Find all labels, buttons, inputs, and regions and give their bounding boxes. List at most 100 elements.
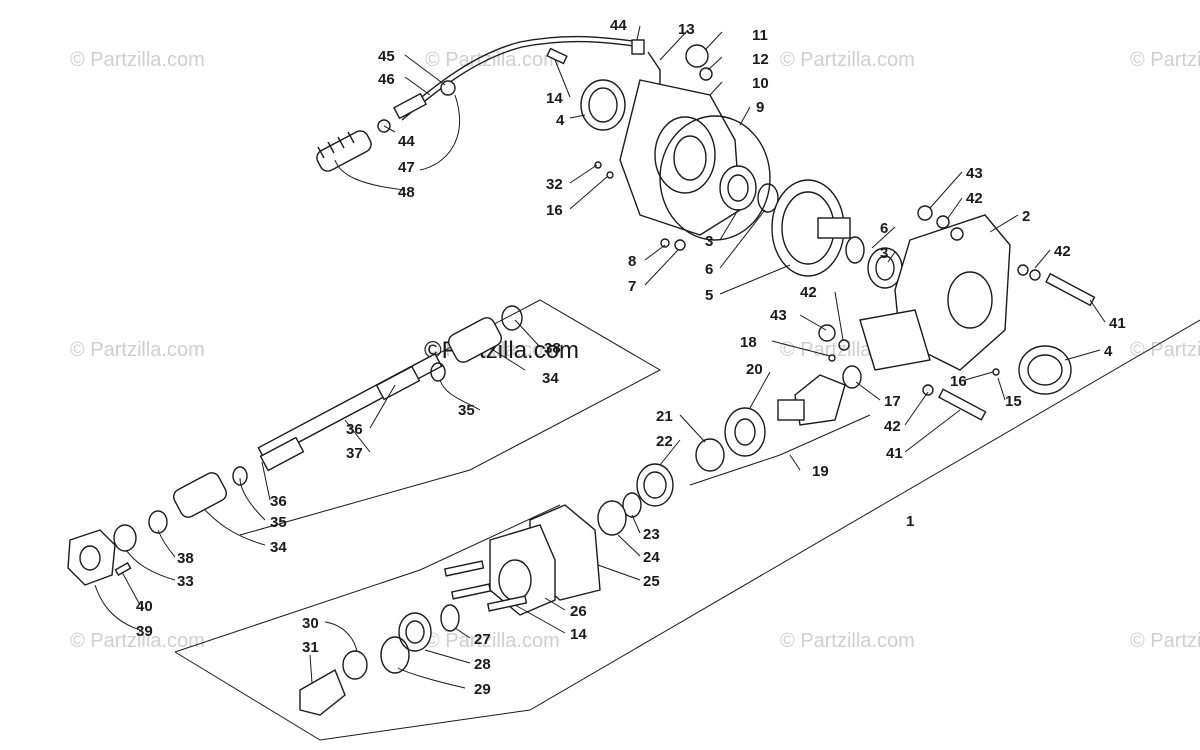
screw-part xyxy=(992,368,1000,376)
leader-line xyxy=(739,106,751,126)
callout-label: 34 xyxy=(542,370,559,387)
leader-line xyxy=(997,377,1006,401)
housing-part xyxy=(894,214,1011,371)
callout-label: 3 xyxy=(705,233,713,250)
callout-label: 33 xyxy=(177,573,194,590)
leader-line xyxy=(749,371,771,409)
leader-line xyxy=(644,244,666,261)
bolt-part xyxy=(443,560,485,577)
leader-line xyxy=(424,649,471,664)
plug-part xyxy=(674,239,686,251)
callout-label: 12 xyxy=(752,51,769,68)
leader-line xyxy=(719,209,766,269)
leader-line xyxy=(309,654,313,684)
callout-label: 18 xyxy=(740,334,757,351)
leader-line xyxy=(704,31,723,51)
ring-part xyxy=(113,524,137,552)
boot-part xyxy=(337,136,345,149)
callout-label: 22 xyxy=(656,433,673,450)
washer-part xyxy=(660,238,670,248)
cover-part xyxy=(619,79,741,236)
callout-label: 40 xyxy=(136,598,153,615)
leader-line xyxy=(964,371,994,381)
bearing-part xyxy=(875,255,895,281)
leader-line xyxy=(125,549,176,581)
callout-label: 38 xyxy=(177,550,194,567)
washer-part xyxy=(936,215,950,229)
callout-label: 13 xyxy=(678,21,695,38)
callout-label: 35 xyxy=(458,402,475,419)
callout-label: 24 xyxy=(643,549,660,566)
bearing-part xyxy=(695,438,725,472)
housing-part xyxy=(859,309,931,371)
seal-part xyxy=(580,79,626,131)
leader-line xyxy=(383,125,396,133)
callout-label: 15 xyxy=(1005,393,1022,410)
spring-part xyxy=(148,510,168,534)
leader-line xyxy=(855,381,881,401)
callout-label: 42 xyxy=(1054,243,1071,260)
leader-line xyxy=(404,54,446,86)
leader-line xyxy=(121,571,141,606)
bearing-part xyxy=(719,165,757,211)
leader-line xyxy=(569,175,609,210)
boot-part xyxy=(317,146,325,159)
leader-line xyxy=(514,319,541,348)
leader-line xyxy=(644,249,679,286)
leader-line xyxy=(1034,249,1051,269)
callout-label: 36 xyxy=(270,493,287,510)
bearing-part xyxy=(398,612,432,652)
plug-part xyxy=(685,44,709,68)
shim-part xyxy=(757,183,779,213)
leader-line xyxy=(887,251,896,263)
bearing-part xyxy=(727,174,749,202)
leader-line xyxy=(871,226,896,249)
spline-part xyxy=(375,365,421,401)
nut-part xyxy=(818,324,836,342)
o-ring-part xyxy=(659,115,771,241)
callout-label: 25 xyxy=(643,573,660,590)
screw-part xyxy=(594,161,602,169)
nut-part xyxy=(917,205,933,221)
callout-label: 9 xyxy=(756,99,764,116)
callout-label: 14 xyxy=(570,626,587,643)
callout-label: 27 xyxy=(474,631,491,648)
seal-part xyxy=(588,87,618,123)
seal-part xyxy=(342,650,368,680)
snap-ring-part xyxy=(380,636,410,674)
callout-label: 45 xyxy=(378,48,395,65)
callout-label: 29 xyxy=(474,681,491,698)
leader-line xyxy=(771,340,831,357)
leader-line xyxy=(569,114,586,119)
washer-part xyxy=(606,171,614,179)
leader-line xyxy=(1089,299,1106,323)
callout-label: 43 xyxy=(770,307,787,324)
ring-part xyxy=(232,466,248,486)
bolt-part xyxy=(486,595,528,612)
watermark: © Partzilla.com xyxy=(70,339,205,361)
callout-label: 44 xyxy=(610,17,627,34)
callout-label: 3 xyxy=(880,245,888,262)
callout-label: 41 xyxy=(886,445,903,462)
leader-line xyxy=(631,514,641,534)
washer-part xyxy=(1029,269,1041,281)
washer-part xyxy=(1017,264,1029,276)
leader-line xyxy=(419,94,460,171)
callout-label: 17 xyxy=(884,393,901,410)
callout-label: 4 xyxy=(1104,343,1113,360)
washer-part xyxy=(950,227,964,241)
seal-part xyxy=(1027,354,1063,386)
leader-line xyxy=(659,29,689,61)
bearing-part xyxy=(734,418,756,446)
watermark: © Partzilla.com xyxy=(1130,339,1200,361)
leader-line xyxy=(904,391,929,426)
callout-label: 42 xyxy=(966,190,983,207)
leader-line xyxy=(344,419,371,453)
callout-label: 6 xyxy=(880,220,888,237)
seal-part xyxy=(1018,345,1072,395)
leader-line xyxy=(799,314,827,331)
leader-line xyxy=(789,454,801,471)
bolt-part xyxy=(450,583,492,600)
leader-line xyxy=(659,439,681,466)
